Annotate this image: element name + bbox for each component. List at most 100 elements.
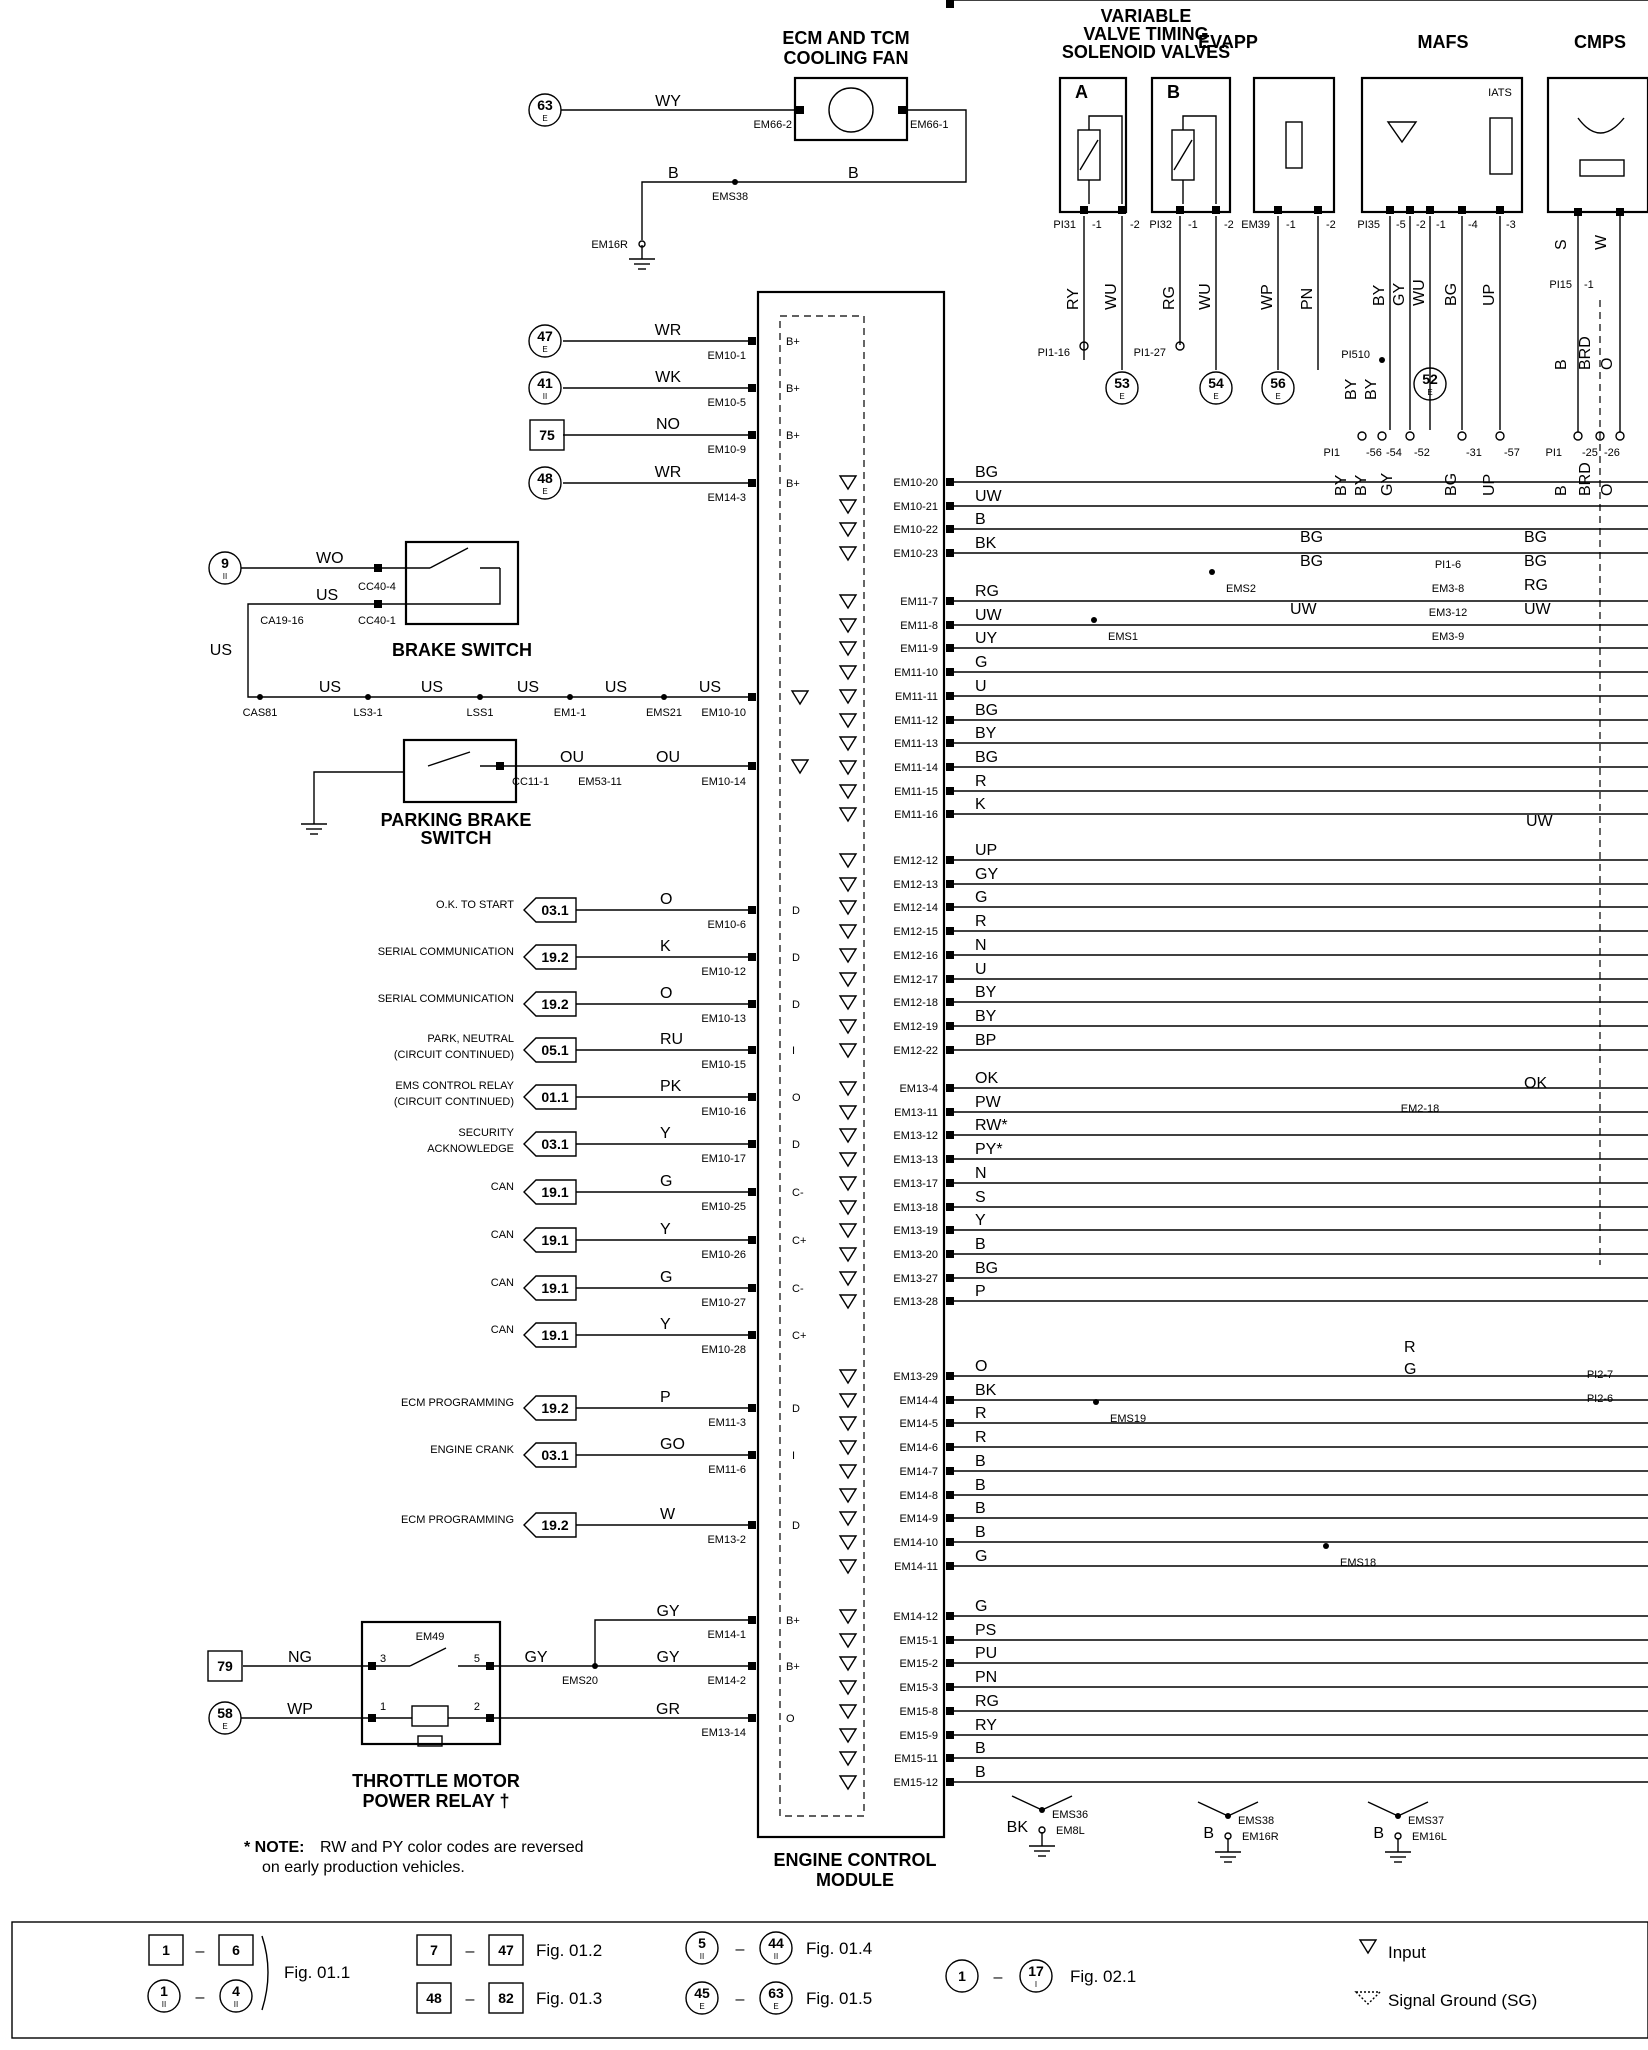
pin-label: 3 (380, 1653, 386, 1665)
pin-label: EM10-17 (701, 1153, 746, 1165)
wire-label: WY (655, 93, 681, 110)
ecm-pin-symbol (838, 1775, 858, 1791)
ecm-pin-symbol (838, 1680, 858, 1696)
pin-label: EM66-1 (910, 119, 949, 131)
pin-label: PI15 (1549, 279, 1572, 291)
ecm-wire-label: PU (975, 1645, 997, 1662)
wire-b (641, 109, 967, 240)
pin-label: -52 (1414, 447, 1430, 459)
ecm-pin-id: EM11-7 (900, 596, 938, 608)
ecm-pin-id: EM11-9 (900, 643, 938, 655)
ecm-pin-id: EM14-12 (893, 1611, 938, 1623)
wire-label: GY (524, 1649, 547, 1666)
right-connector-label: EM3-12 (1429, 607, 1468, 619)
wire-label: US (517, 679, 539, 696)
wire-label: BY (1353, 474, 1370, 496)
ecm-pin-label: B+ (786, 336, 800, 348)
right-wire-label: G (1404, 1361, 1416, 1378)
wire-label: US (421, 679, 443, 696)
connector-pin (1386, 206, 1394, 214)
ecm-pin-symbol: D (792, 1139, 800, 1151)
ecm-pin-symbol (838, 665, 858, 681)
pin-label: EM10-27 (701, 1297, 746, 1309)
pin-label: EM10-16 (701, 1106, 746, 1118)
ref-03.1-number: 03.1 (541, 902, 568, 918)
parking-ground-lead (313, 771, 404, 810)
ecm-wire-label: BG (975, 464, 998, 481)
vvt-valve-b (1150, 76, 1232, 214)
ecm-pin-symbol (838, 1535, 858, 1551)
pin-label: EM10-5 (707, 397, 746, 409)
pin-label: CC40-4 (358, 581, 396, 593)
splice-dot (1209, 569, 1215, 575)
right-connector-label: EM3-9 (1432, 631, 1464, 643)
ref-79 (207, 1650, 243, 1682)
pin-label: PI1 (1323, 447, 1340, 459)
ecm-pin-id: EM12-15 (893, 926, 938, 938)
connector-pin (748, 1521, 756, 1529)
ecm-wire-label: PY* (975, 1141, 1003, 1158)
pin-label: EM10-12 (701, 966, 746, 978)
connector (1405, 431, 1415, 441)
ecm-pin-id: EM13-17 (893, 1178, 938, 1190)
ecm-wire-label: U (975, 961, 987, 978)
connector-pin (748, 1616, 756, 1624)
legend-c63-sub: E (773, 2002, 778, 2011)
ecm-pin-id: EM11-11 (895, 691, 938, 703)
ecm-wire-label: G (975, 1598, 987, 1615)
ecm-wire-label: K (975, 796, 986, 813)
wire-label: BRD (1577, 462, 1594, 496)
wire-label: PN (1299, 288, 1316, 310)
legend-c63 (759, 1981, 793, 2015)
ecm-wire-label: B (975, 1500, 986, 1517)
ecm-pin-id: EM11-16 (894, 809, 938, 821)
ref-58-sub: E (222, 1722, 227, 1731)
ecm-pin-symbol: I (792, 1045, 795, 1057)
pin-label: EM13-2 (707, 1534, 746, 1546)
ecm-wire-label: BY (975, 725, 997, 742)
legend-fig: Fig. 02.1 (1070, 1967, 1136, 1986)
ecm-pin-id: EM13-12 (893, 1130, 938, 1142)
ecm-pin-id: EM15-8 (899, 1706, 938, 1718)
wire-label: B (848, 165, 859, 182)
vvt-title: VALVE TIMING (1083, 24, 1208, 44)
legend-c1i (945, 1959, 979, 1993)
signal-label: CAN (491, 1229, 514, 1241)
legend-box (11, 1921, 1648, 2039)
ref-41-number: 41 (537, 375, 553, 391)
pin-label: -3 (1506, 219, 1516, 231)
ref-53-number: 53 (1114, 375, 1130, 391)
splice-label: LSS1 (467, 707, 494, 719)
wire-label: US (316, 587, 338, 604)
ecm-pin-symbol (838, 1271, 858, 1287)
parking-brake-box (402, 738, 518, 804)
ecm-wire-label: B (975, 0, 986, 4)
pin-label: -2 (1130, 219, 1140, 231)
ecm-pin-symbol (838, 760, 858, 776)
connector-pin (748, 1046, 756, 1054)
wire-label: WP (287, 1701, 313, 1718)
ecm-pin-id: EM14-5 (899, 1418, 938, 1430)
connector-pin (1426, 206, 1434, 214)
wire-label: BG (1443, 283, 1460, 306)
connector-pin (1176, 206, 1184, 214)
connector-pin (748, 1284, 756, 1292)
pin-label: CA19-16 (260, 615, 303, 627)
legend-47-number: 47 (498, 1942, 514, 1958)
ref-19.1-number: 19.1 (541, 1184, 568, 1200)
ecm-pin-id: EM12-13 (893, 879, 938, 891)
wire-label: O (660, 985, 672, 1002)
splice-dot (1379, 357, 1385, 363)
ecm-pin-symbol: C+ (792, 1235, 806, 1247)
splice-label: EMS20 (562, 1675, 598, 1687)
wire-label: BG (1443, 473, 1460, 496)
wire-label: G (660, 1173, 672, 1190)
ecm-pin-symbol (838, 499, 858, 515)
splice-dot (732, 179, 738, 185)
relay-title: THROTTLE MOTOR (352, 1771, 520, 1791)
splice-dot (1093, 1399, 1099, 1405)
ecm-pin-id: EM13-4 (899, 1083, 938, 1095)
wire-label: S (1553, 239, 1570, 250)
parking-brake-title: SWITCH (421, 828, 492, 848)
pin-label: EM14-2 (707, 1675, 746, 1687)
